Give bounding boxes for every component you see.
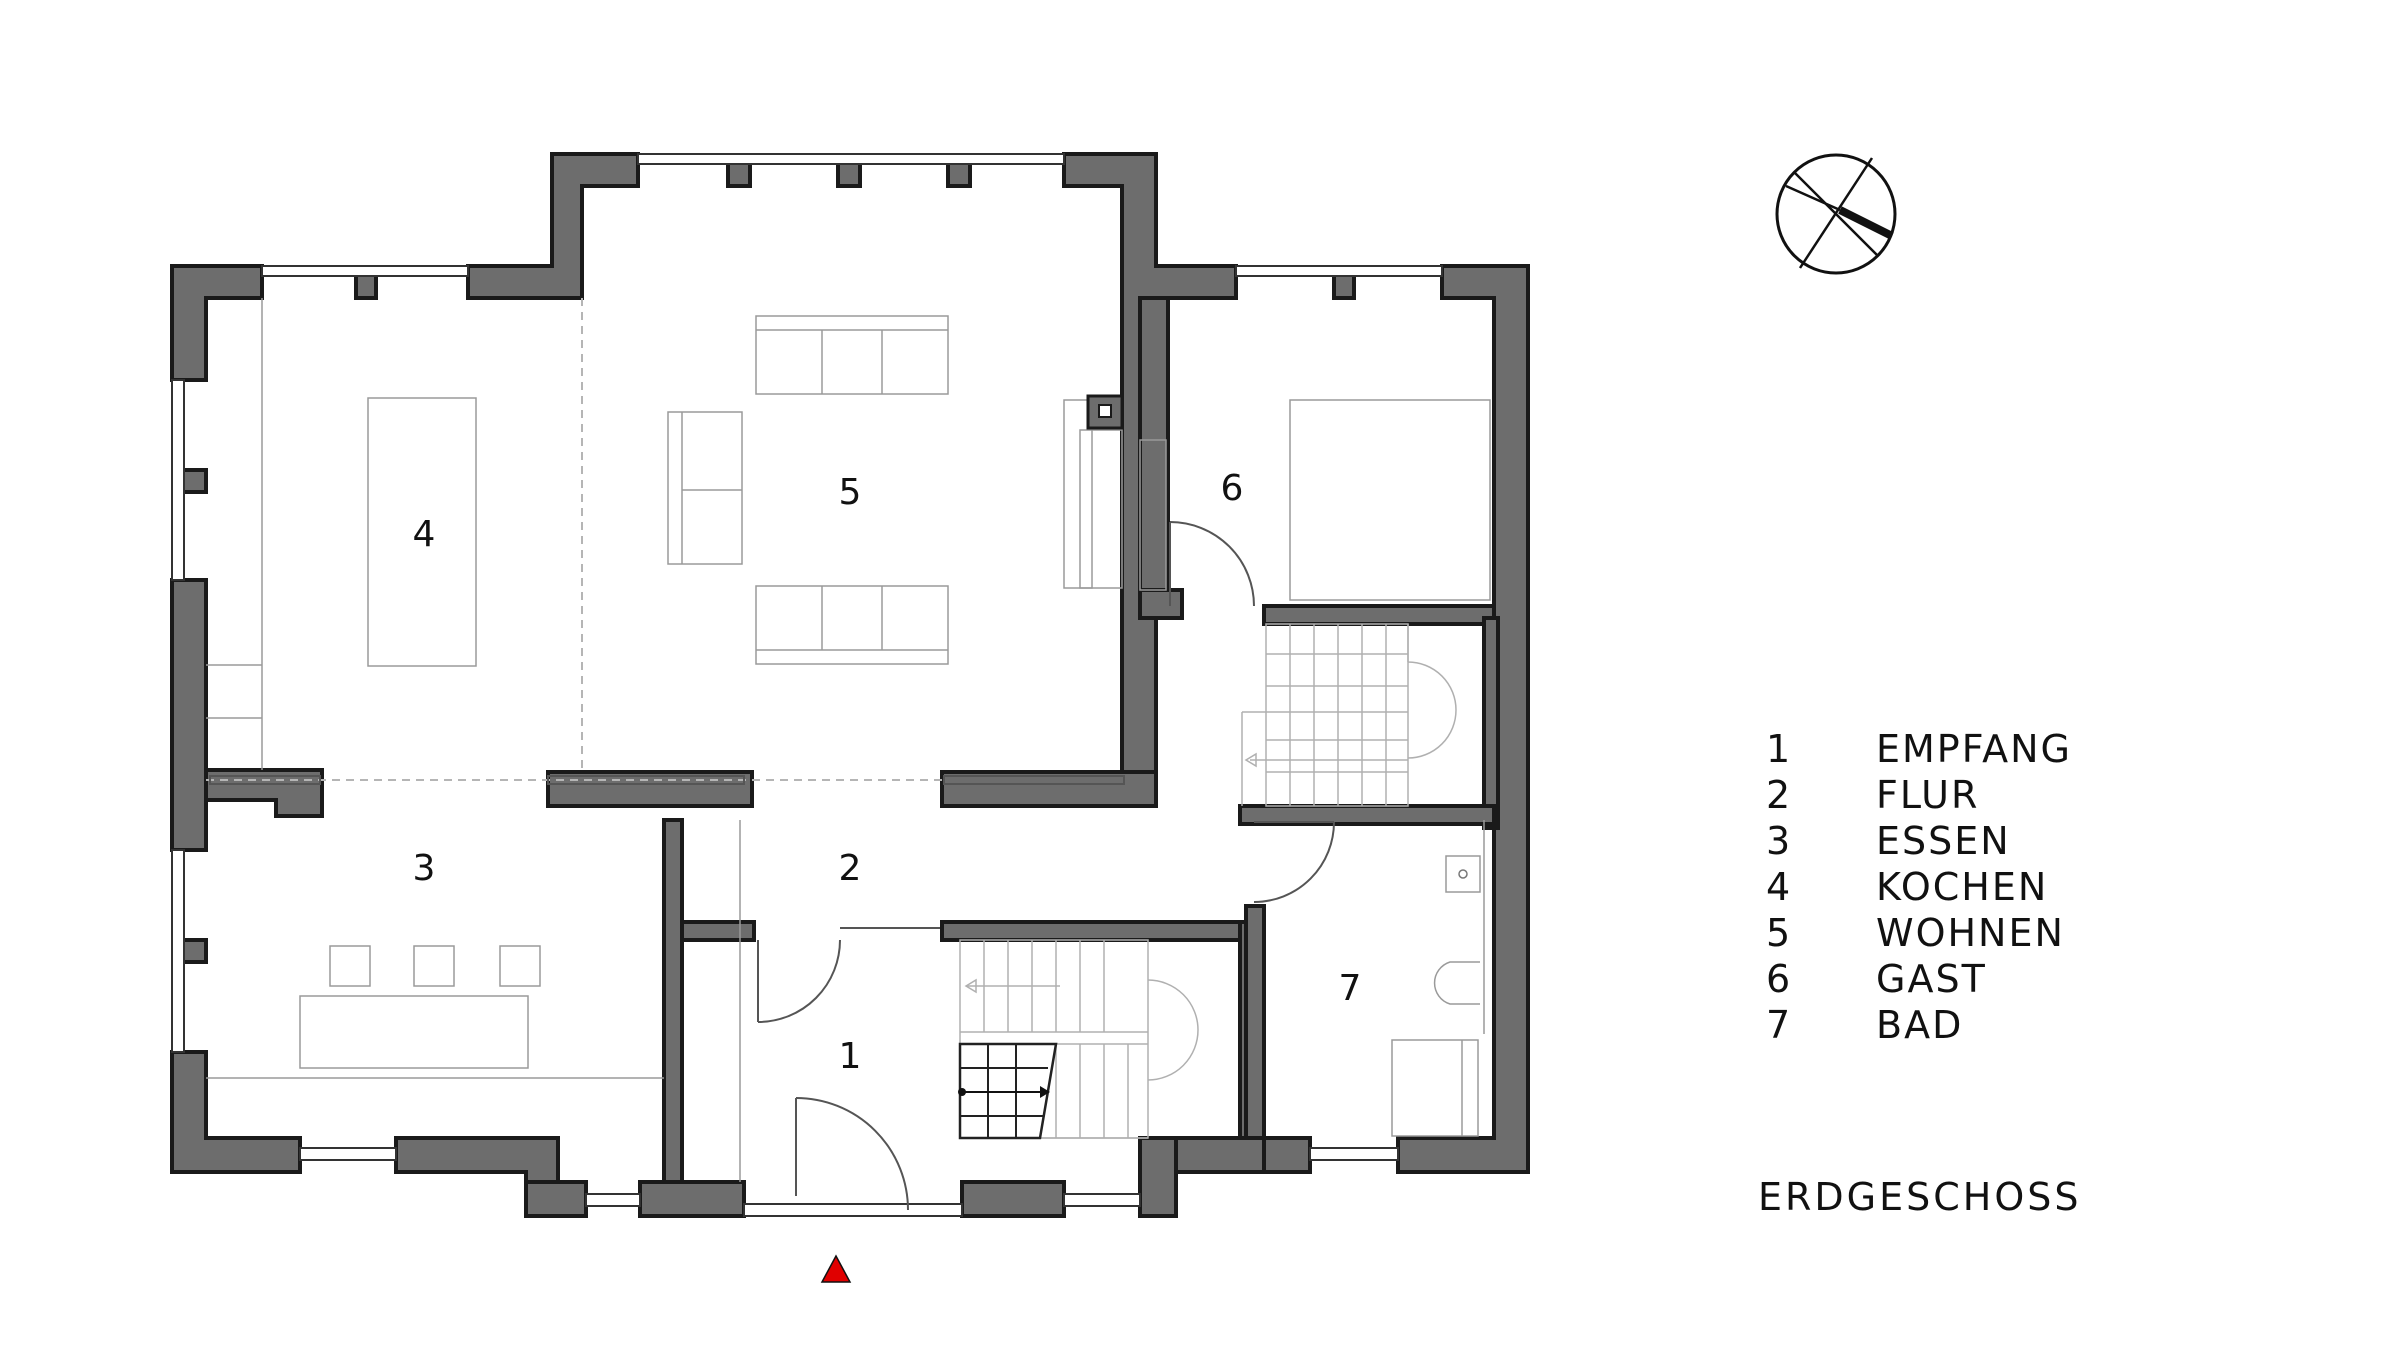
furniture [299, 315, 1491, 1137]
zone-divider-lines [206, 298, 942, 1182]
legend-num-5: 5 [1766, 911, 1792, 955]
room-label-5: 5 [839, 472, 862, 513]
legend-num-6: 6 [1766, 957, 1792, 1001]
room-number-labels: 1 2 3 4 5 6 7 [413, 468, 1362, 1077]
entry-stair [958, 939, 1199, 1140]
legend-num-1: 1 [1766, 727, 1792, 771]
room-label-1: 1 [839, 1036, 862, 1077]
legend-num-3: 3 [1766, 819, 1792, 863]
room-label-2: 2 [839, 848, 862, 889]
room-legend: 1 EMPFANG 2 FLUR 3 ESSEN 4 KOCHEN 5 WOHN… [1766, 727, 2072, 1047]
interior-walls [204, 296, 1500, 1184]
legend-name-4: KOCHEN [1876, 865, 2048, 909]
legend-num-7: 7 [1766, 1003, 1792, 1047]
floor-title: ERDGESCHOSS [1758, 1175, 2082, 1219]
sofa-bottom [755, 585, 949, 665]
north-arrow-icon [1775, 153, 1897, 275]
doors [757, 521, 1335, 1211]
legend-name-1: EMPFANG [1876, 727, 2072, 771]
sofa-left [667, 411, 743, 565]
legend-name-2: FLUR [1876, 773, 1979, 817]
upper-stair [1241, 623, 1457, 807]
legend-name-6: GAST [1876, 957, 1987, 1001]
sofa-top [755, 315, 949, 395]
entrance-triangle-icon [820, 1254, 852, 1283]
room-label-4: 4 [413, 514, 436, 555]
room-label-6: 6 [1221, 468, 1244, 509]
room-label-7: 7 [1339, 968, 1362, 1009]
legend-name-3: ESSEN [1876, 819, 2011, 863]
sliding-door-tracks [209, 775, 1125, 785]
legend-num-2: 2 [1766, 773, 1792, 817]
room-label-3: 3 [413, 848, 436, 889]
legend-num-4: 4 [1766, 865, 1792, 909]
legend-name-7: BAD [1876, 1003, 1963, 1047]
legend-name-5: WOHNEN [1876, 911, 2065, 955]
